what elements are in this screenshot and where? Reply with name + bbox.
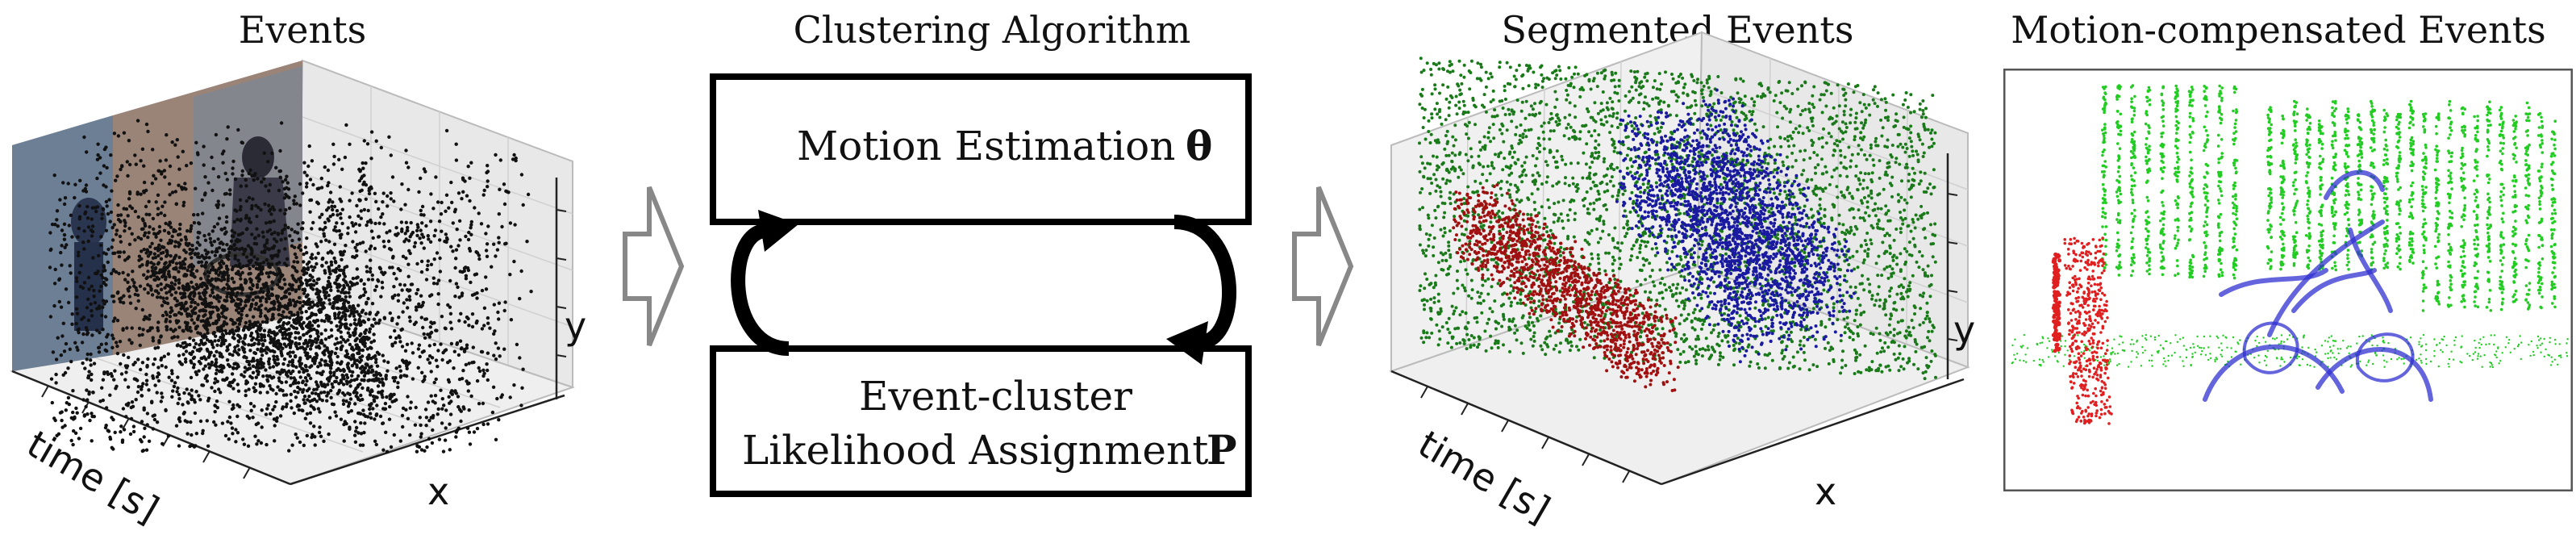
events-title: Events — [238, 8, 367, 52]
loop-arrow-up — [731, 210, 798, 356]
flow-arrow-2 — [1292, 186, 1354, 347]
red-compensated-edges — [2051, 236, 2113, 425]
green-compensated-edges — [2011, 84, 2569, 369]
cyclist-edge-stroke — [2355, 332, 2415, 382]
motion-symbol: θ — [1186, 122, 1212, 169]
cyclist-edge-stroke — [2267, 219, 2385, 337]
cyclist-edge-stroke — [2324, 169, 2385, 200]
assignment-label-line2: Likelihood Assignment — [742, 427, 1208, 474]
y-axis-label: y — [565, 304, 586, 348]
cyclist-edge-stroke — [2219, 268, 2328, 297]
cyclist-edge-stroke — [2315, 347, 2433, 402]
event-points — [48, 119, 533, 453]
blue-compensated-edges — [2203, 169, 2433, 402]
motion-estimation-label: Motion Estimation — [797, 123, 1175, 169]
motion-estimation-box — [710, 73, 1252, 225]
loop-arrow-down — [1166, 215, 1236, 365]
assignment-label-line1: Event-cluster — [859, 373, 1132, 420]
cyclist-edge-stroke — [2291, 268, 2377, 313]
clustering-diagram: Motion Estimation θ Event-cluster Likeli… — [710, 73, 1252, 497]
cyclist-edge-stroke — [2203, 344, 2345, 402]
flow-arrow-1 — [623, 186, 685, 347]
segmented-3d-plot: time [s] x y — [1389, 31, 1975, 532]
segmented-time-axis-label: time [s] — [1411, 422, 1558, 532]
assignment-box — [710, 345, 1252, 497]
x-axis-label: x — [427, 470, 449, 513]
assignment-symbol: P — [1207, 426, 1237, 474]
blue-cluster-points — [1615, 88, 1856, 364]
compensated-title: Motion-compensated Events — [2011, 8, 2546, 52]
red-cluster-points — [1452, 183, 1680, 392]
cyclist-edge-stroke — [2242, 321, 2299, 374]
clustering-title: Clustering Algorithm — [793, 8, 1191, 52]
segmented-y-axis-label: y — [1953, 308, 1975, 352]
segmented-x-axis-label: x — [1815, 470, 1836, 513]
motion-compensated-image — [2003, 69, 2573, 491]
events-3d-plot: time [s] x y — [9, 59, 586, 532]
